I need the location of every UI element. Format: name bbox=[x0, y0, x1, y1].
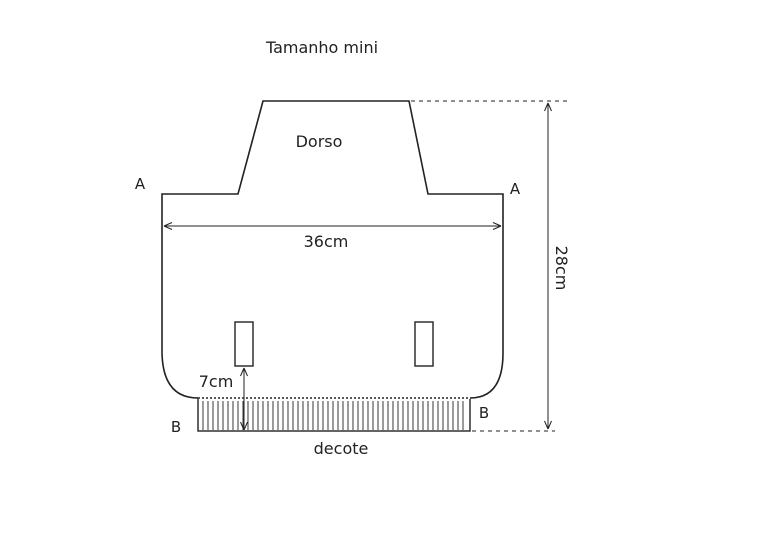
rib-label: 7cm bbox=[199, 372, 234, 391]
piece-name: Dorso bbox=[296, 132, 343, 151]
left-slot bbox=[234, 321, 254, 367]
edge-label: decote bbox=[314, 439, 369, 458]
point-b-right: B bbox=[479, 404, 489, 422]
rib-band bbox=[197, 397, 471, 432]
diagram-title: Tamanho mini bbox=[265, 38, 378, 57]
width-label: 36cm bbox=[304, 232, 349, 251]
point-a-left: A bbox=[135, 175, 146, 193]
rib-dimension bbox=[240, 367, 248, 431]
width-dimension bbox=[163, 222, 502, 230]
height-label: 28cm bbox=[552, 246, 571, 291]
right-slot bbox=[414, 321, 434, 367]
point-b-left: B bbox=[171, 418, 181, 436]
height-dimension bbox=[411, 100, 570, 432]
point-a-right: A bbox=[510, 180, 521, 198]
